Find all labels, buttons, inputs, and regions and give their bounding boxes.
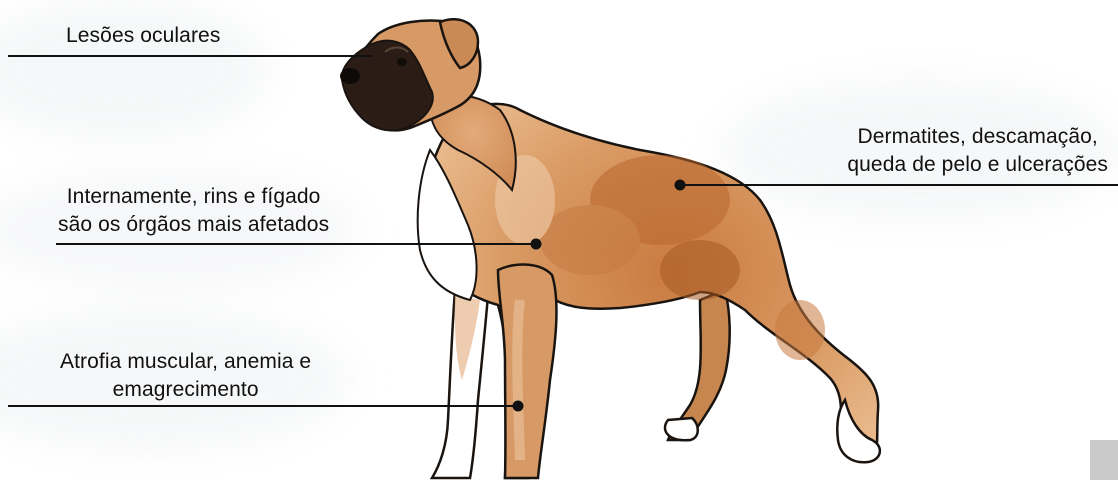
label-internal-organs: Internamente, rins e fígado são os órgão…: [58, 183, 329, 239]
far-hind-leg: [668, 290, 730, 440]
label-internal-organs-line-1: Internamente, rins e fígado: [58, 183, 329, 211]
near-front-leg: [498, 265, 556, 478]
label-skin-conditions-line-2: queda de pelo e ulcerações: [847, 151, 1108, 179]
label-internal-organs-line-2: são os órgãos mais afetados: [58, 211, 329, 239]
dog-nose: [340, 68, 360, 84]
label-skin-conditions-line-1: Dermatites, descamação,: [847, 123, 1108, 151]
label-muscle-atrophy-line-2: emagrecimento: [60, 376, 311, 404]
label-skin-conditions: Dermatites, descamação, queda de pelo e …: [847, 123, 1108, 179]
label-muscle-atrophy: Atrofia muscular, anemia e emagrecimento: [60, 348, 311, 404]
leader-dot-skin: [675, 180, 686, 191]
corner-scroll-mark: [1090, 440, 1118, 480]
leader-dot-organs: [531, 239, 542, 250]
leader-dot-muscle: [513, 401, 524, 412]
dog-eye: [397, 58, 407, 66]
label-eye-lesions: Lesões oculares: [66, 22, 220, 50]
label-eye-lesions-line-1: Lesões oculares: [66, 22, 220, 50]
label-muscle-atrophy-line-1: Atrofia muscular, anemia e: [60, 348, 311, 376]
